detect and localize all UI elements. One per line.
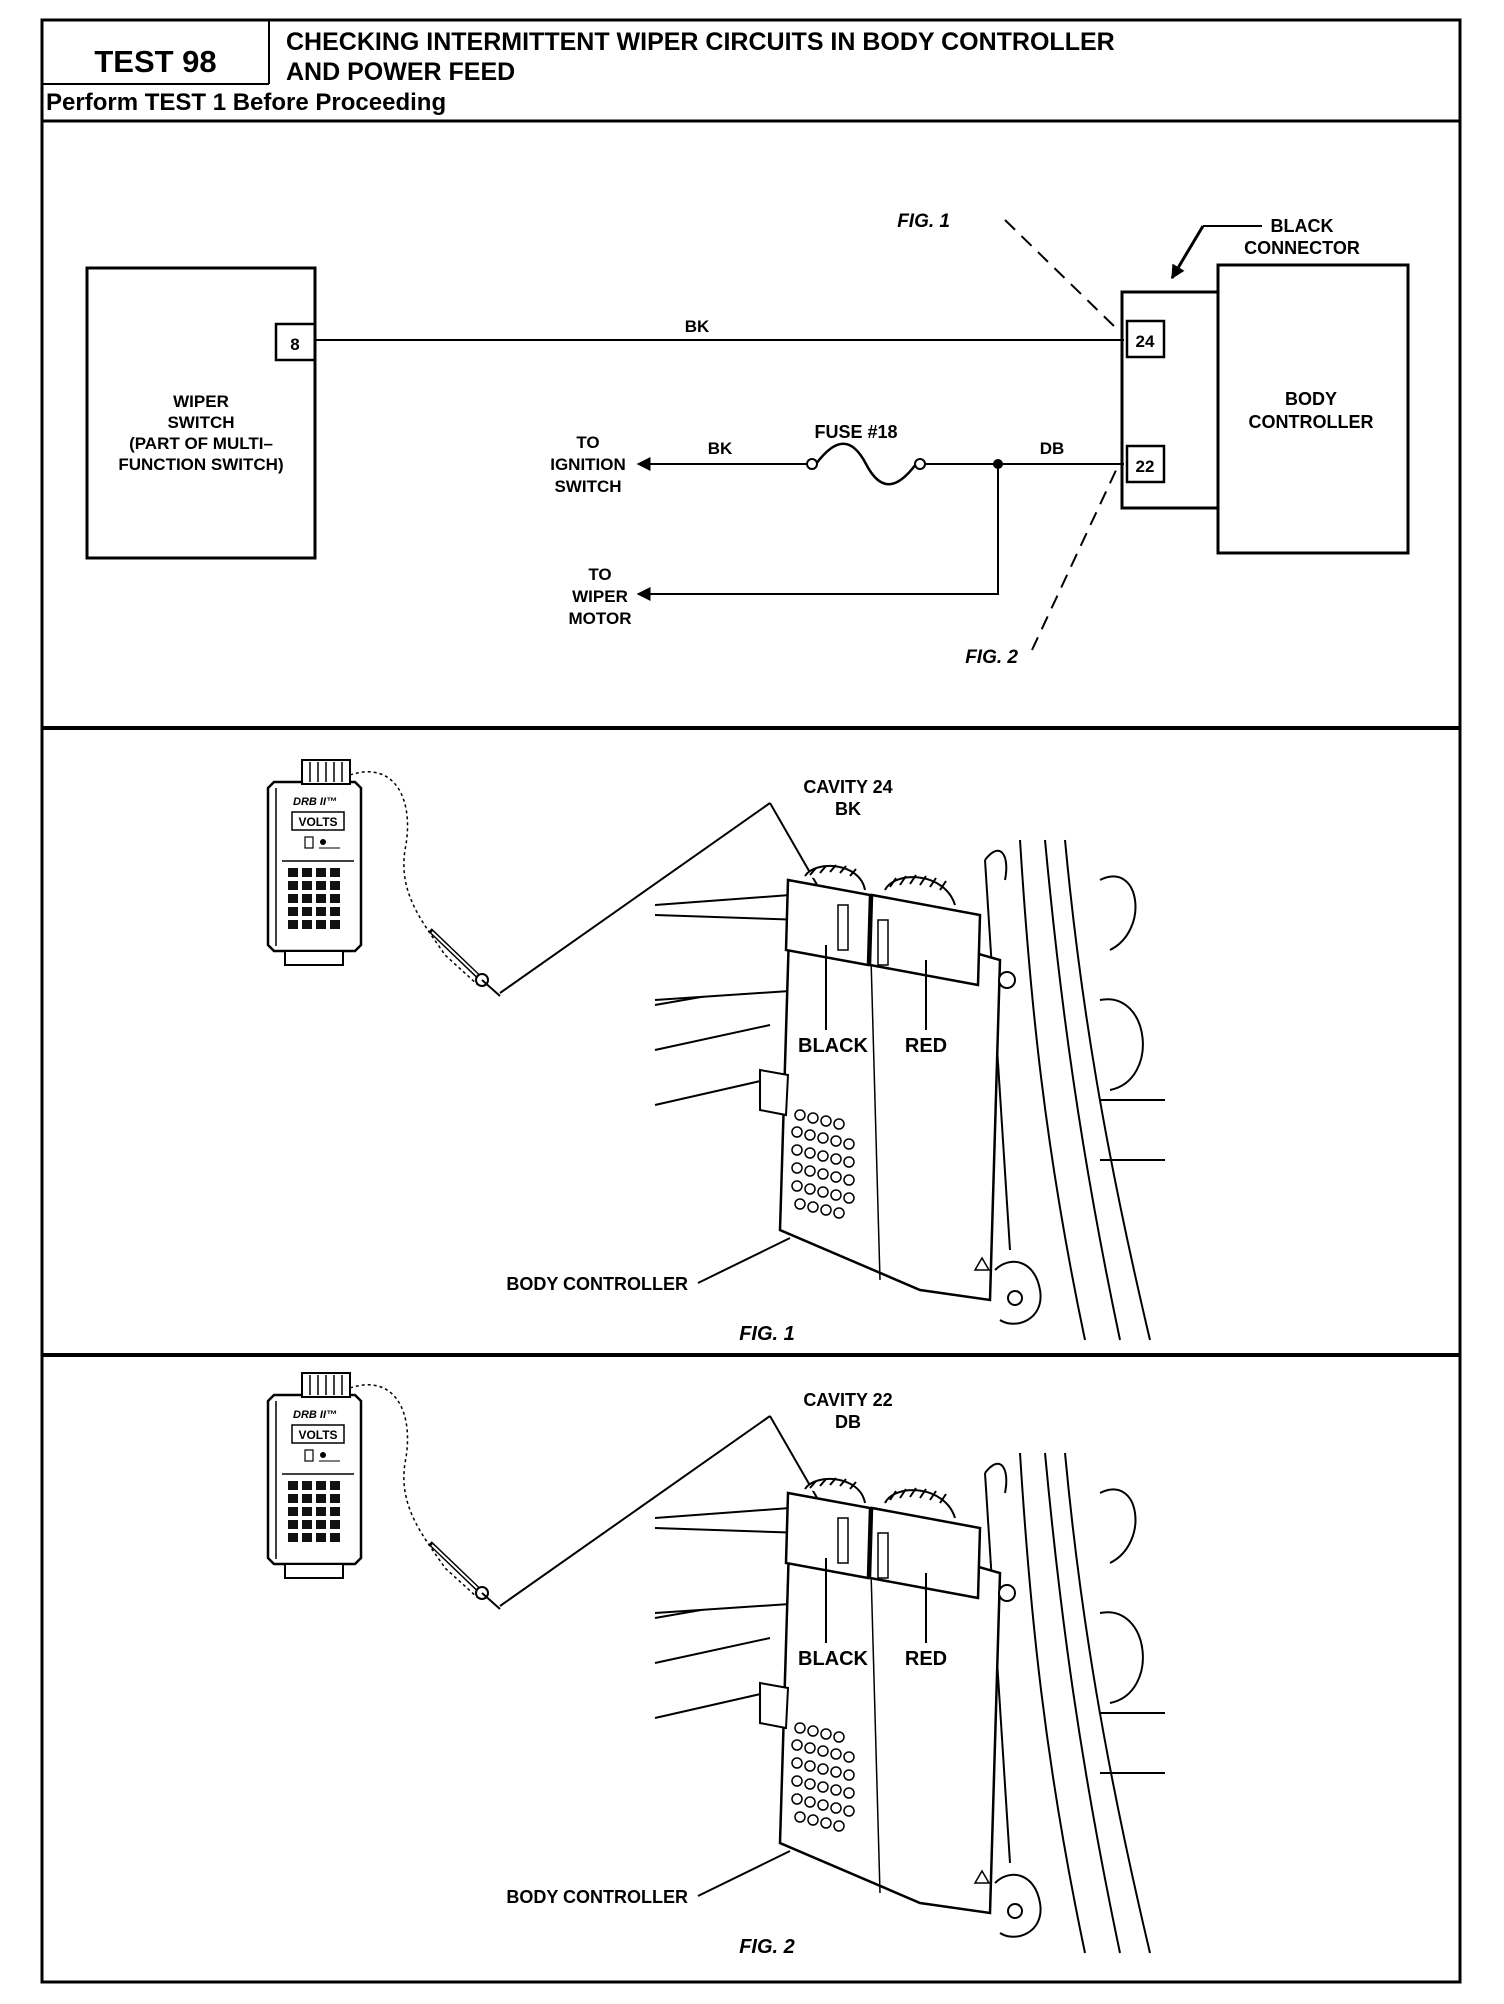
drb-ii-meter: DRB II™ VOLTS [266,1372,363,1579]
cavity-label-2: DB [835,1412,861,1432]
mount-tab [998,1584,1016,1602]
black-connector-part [784,1477,872,1580]
bracket-left [759,1068,790,1117]
module-edge [869,921,881,1281]
cavity-label-2: BK [835,799,861,819]
pin-22-box [1125,444,1166,484]
drb-ii-meter: DRB II™ VOLTS [266,759,363,966]
red-label: RED [905,1035,947,1057]
black-connector-label-2: CONNECTOR [1244,238,1360,258]
vent-holes [791,1109,855,1219]
mount-bolt [1007,1290,1023,1306]
test-title-line-1: CHECKING INTERMITTENT WIPER CIRCUITS IN … [286,28,1115,56]
body-controller-label-1: BODY [1285,389,1337,409]
figure-caption: FIG. 1 [739,1323,795,1345]
red-connector-part [868,1487,982,1600]
fig2-callout-line [1031,465,1119,651]
black-label: BLACK [798,1648,869,1670]
test-lead [349,1384,479,1599]
meter-keypad [288,868,340,929]
triangle-marker [973,1256,991,1271]
cavity-label-1: CAVITY 24 [803,777,892,797]
test-number: TEST 98 [94,44,217,79]
black-connector-arrow [1170,225,1205,280]
body-controller-label: BODY CONTROLLER [506,1887,688,1907]
red-label: RED [905,1648,947,1670]
motor-label-3: MOTOR [569,609,632,628]
body-controller-leader [697,1850,791,1897]
fuse-terminal-left [806,458,818,470]
cavity-leader-probe [499,802,771,994]
body-controller-leader [697,1237,791,1284]
ignition-label-3: SWITCH [554,477,621,496]
vent-holes [791,1722,855,1832]
fig1-callout-line [1004,219,1119,331]
wire-to-motor [636,464,999,601]
fuse-18 [814,442,918,486]
pin-24: 24 [1136,332,1155,351]
meter-keypad [288,1481,340,1542]
pin-24-box [1125,319,1166,359]
wiper-switch-label-1: WIPER [173,392,229,411]
cavity-leader-probe [499,1415,771,1607]
meter-brand: DRB II™ [293,796,337,808]
motor-label-1: TO [588,565,611,584]
probe [428,1541,501,1610]
vehicle-structure [654,1452,1165,1954]
fuse-label: FUSE #18 [814,422,897,442]
meter-display: VOLTS [298,1428,337,1442]
wire-bk-ignition-label: BK [708,439,733,458]
fuse-terminal-right [914,458,926,470]
mount-bolt [1007,1903,1023,1919]
figure-caption: FIG. 2 [739,1936,795,1958]
test-title-line-2: AND POWER FEED [286,58,516,86]
fig1-callout: FIG. 1 [897,211,950,232]
bracket-left [759,1681,790,1730]
prerequisite-note: Perform TEST 1 Before Proceeding [46,89,447,116]
red-connector-part [868,874,982,987]
test-lead [349,771,479,986]
cavity-label-1: CAVITY 22 [803,1390,892,1410]
ignition-label-2: IGNITION [550,455,626,474]
wiring-schematic: 8 WIPER SWITCH (PART OF MULTI– FUNCTION … [85,211,1410,668]
triangle-marker [973,1869,991,1884]
fig2-callout: FIG. 2 [965,647,1018,668]
black-connector-part [784,864,872,967]
wire-bk-top-label: BK [685,317,710,336]
body-controller-box [1216,263,1410,555]
wiper-switch-label-2: SWITCH [167,413,234,432]
mount-tab [998,971,1016,989]
meter-display: VOLTS [298,815,337,829]
figure-1-panel: DRB II™ VOLTS CAVITY 24 BK [266,759,1165,1345]
wiper-switch-label-4: FUNCTION SWITCH) [118,455,283,474]
black-label: BLACK [798,1035,869,1057]
pin-22: 22 [1136,457,1155,476]
figure-2-panel: DRB II™ VOLTS CAVITY 22 DB [266,1372,1165,1958]
wiper-switch-pin-box [274,322,317,362]
probe [428,928,501,997]
wiper-switch-box [85,266,317,560]
wire-db-label: DB [1040,439,1065,458]
body-controller-label: BODY CONTROLLER [506,1274,688,1294]
motor-label-2: WIPER [572,587,628,606]
module-edge [869,1534,881,1894]
wiper-switch-pin: 8 [290,335,299,354]
page-frame [40,18,1462,1984]
body-controller-label-2: CONTROLLER [1249,412,1374,432]
meter-brand: DRB II™ [293,1409,337,1421]
black-connector-label-1: BLACK [1271,216,1334,236]
ignition-label-1: TO [576,433,599,452]
wiper-switch-label-3: (PART OF MULTI– [129,434,273,453]
